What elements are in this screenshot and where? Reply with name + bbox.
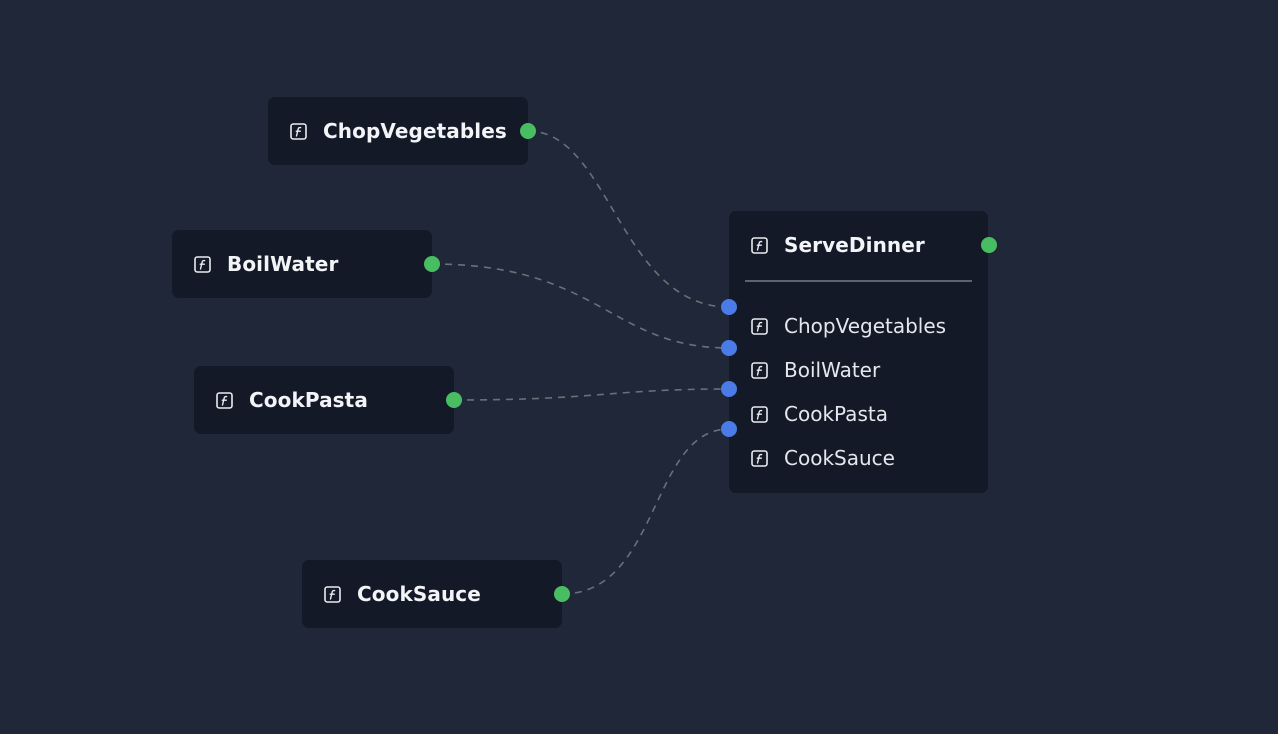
function-icon xyxy=(751,449,768,467)
output-port[interactable] xyxy=(981,237,997,253)
function-icon xyxy=(751,236,768,254)
input-label: CookSauce xyxy=(784,446,895,470)
input-list: ChopVegetables BoilWater CookPasta CookS… xyxy=(751,304,946,480)
input-port-boilwater[interactable] xyxy=(721,340,737,356)
function-icon xyxy=(290,122,307,140)
input-label: CookPasta xyxy=(784,402,888,426)
input-port-chopvegetables[interactable] xyxy=(721,299,737,315)
node-title: ChopVegetables xyxy=(323,119,507,143)
input-row: CookSauce xyxy=(751,436,946,480)
output-port[interactable] xyxy=(554,586,570,602)
input-label: BoilWater xyxy=(784,358,881,382)
node-title: BoilWater xyxy=(227,252,339,276)
function-icon xyxy=(751,361,768,379)
node-cooksauce[interactable]: CookSauce xyxy=(302,560,570,628)
edge-cookpasta[interactable] xyxy=(453,388,730,401)
node-title: ServeDinner xyxy=(784,233,925,257)
edge-boilwater[interactable] xyxy=(431,263,730,349)
input-port-cookpasta[interactable] xyxy=(721,381,737,397)
function-icon xyxy=(324,585,341,603)
node-chopvegetables[interactable]: ChopVegetables xyxy=(268,97,536,165)
input-row: CookPasta xyxy=(751,392,946,436)
function-icon xyxy=(194,255,211,273)
function-icon xyxy=(751,317,768,335)
input-label: ChopVegetables xyxy=(784,314,947,338)
input-port-cooksauce[interactable] xyxy=(721,421,737,437)
node-title: CookSauce xyxy=(357,582,481,606)
edge-cooksauce[interactable] xyxy=(561,428,730,595)
input-row: ChopVegetables xyxy=(751,304,946,348)
function-icon xyxy=(751,405,768,423)
edge-chopvegetables[interactable] xyxy=(527,130,730,308)
output-port[interactable] xyxy=(520,123,536,139)
output-port[interactable] xyxy=(446,392,462,408)
node-cookpasta[interactable]: CookPasta xyxy=(194,366,462,434)
node-servedinner[interactable]: ServeDinner ChopVegetables BoilWater xyxy=(721,211,997,493)
input-row: BoilWater xyxy=(751,348,946,392)
node-title: CookPasta xyxy=(249,388,368,412)
function-icon xyxy=(216,391,233,409)
divider xyxy=(745,280,972,282)
output-port[interactable] xyxy=(424,256,440,272)
node-boilwater[interactable]: BoilWater xyxy=(172,230,440,298)
